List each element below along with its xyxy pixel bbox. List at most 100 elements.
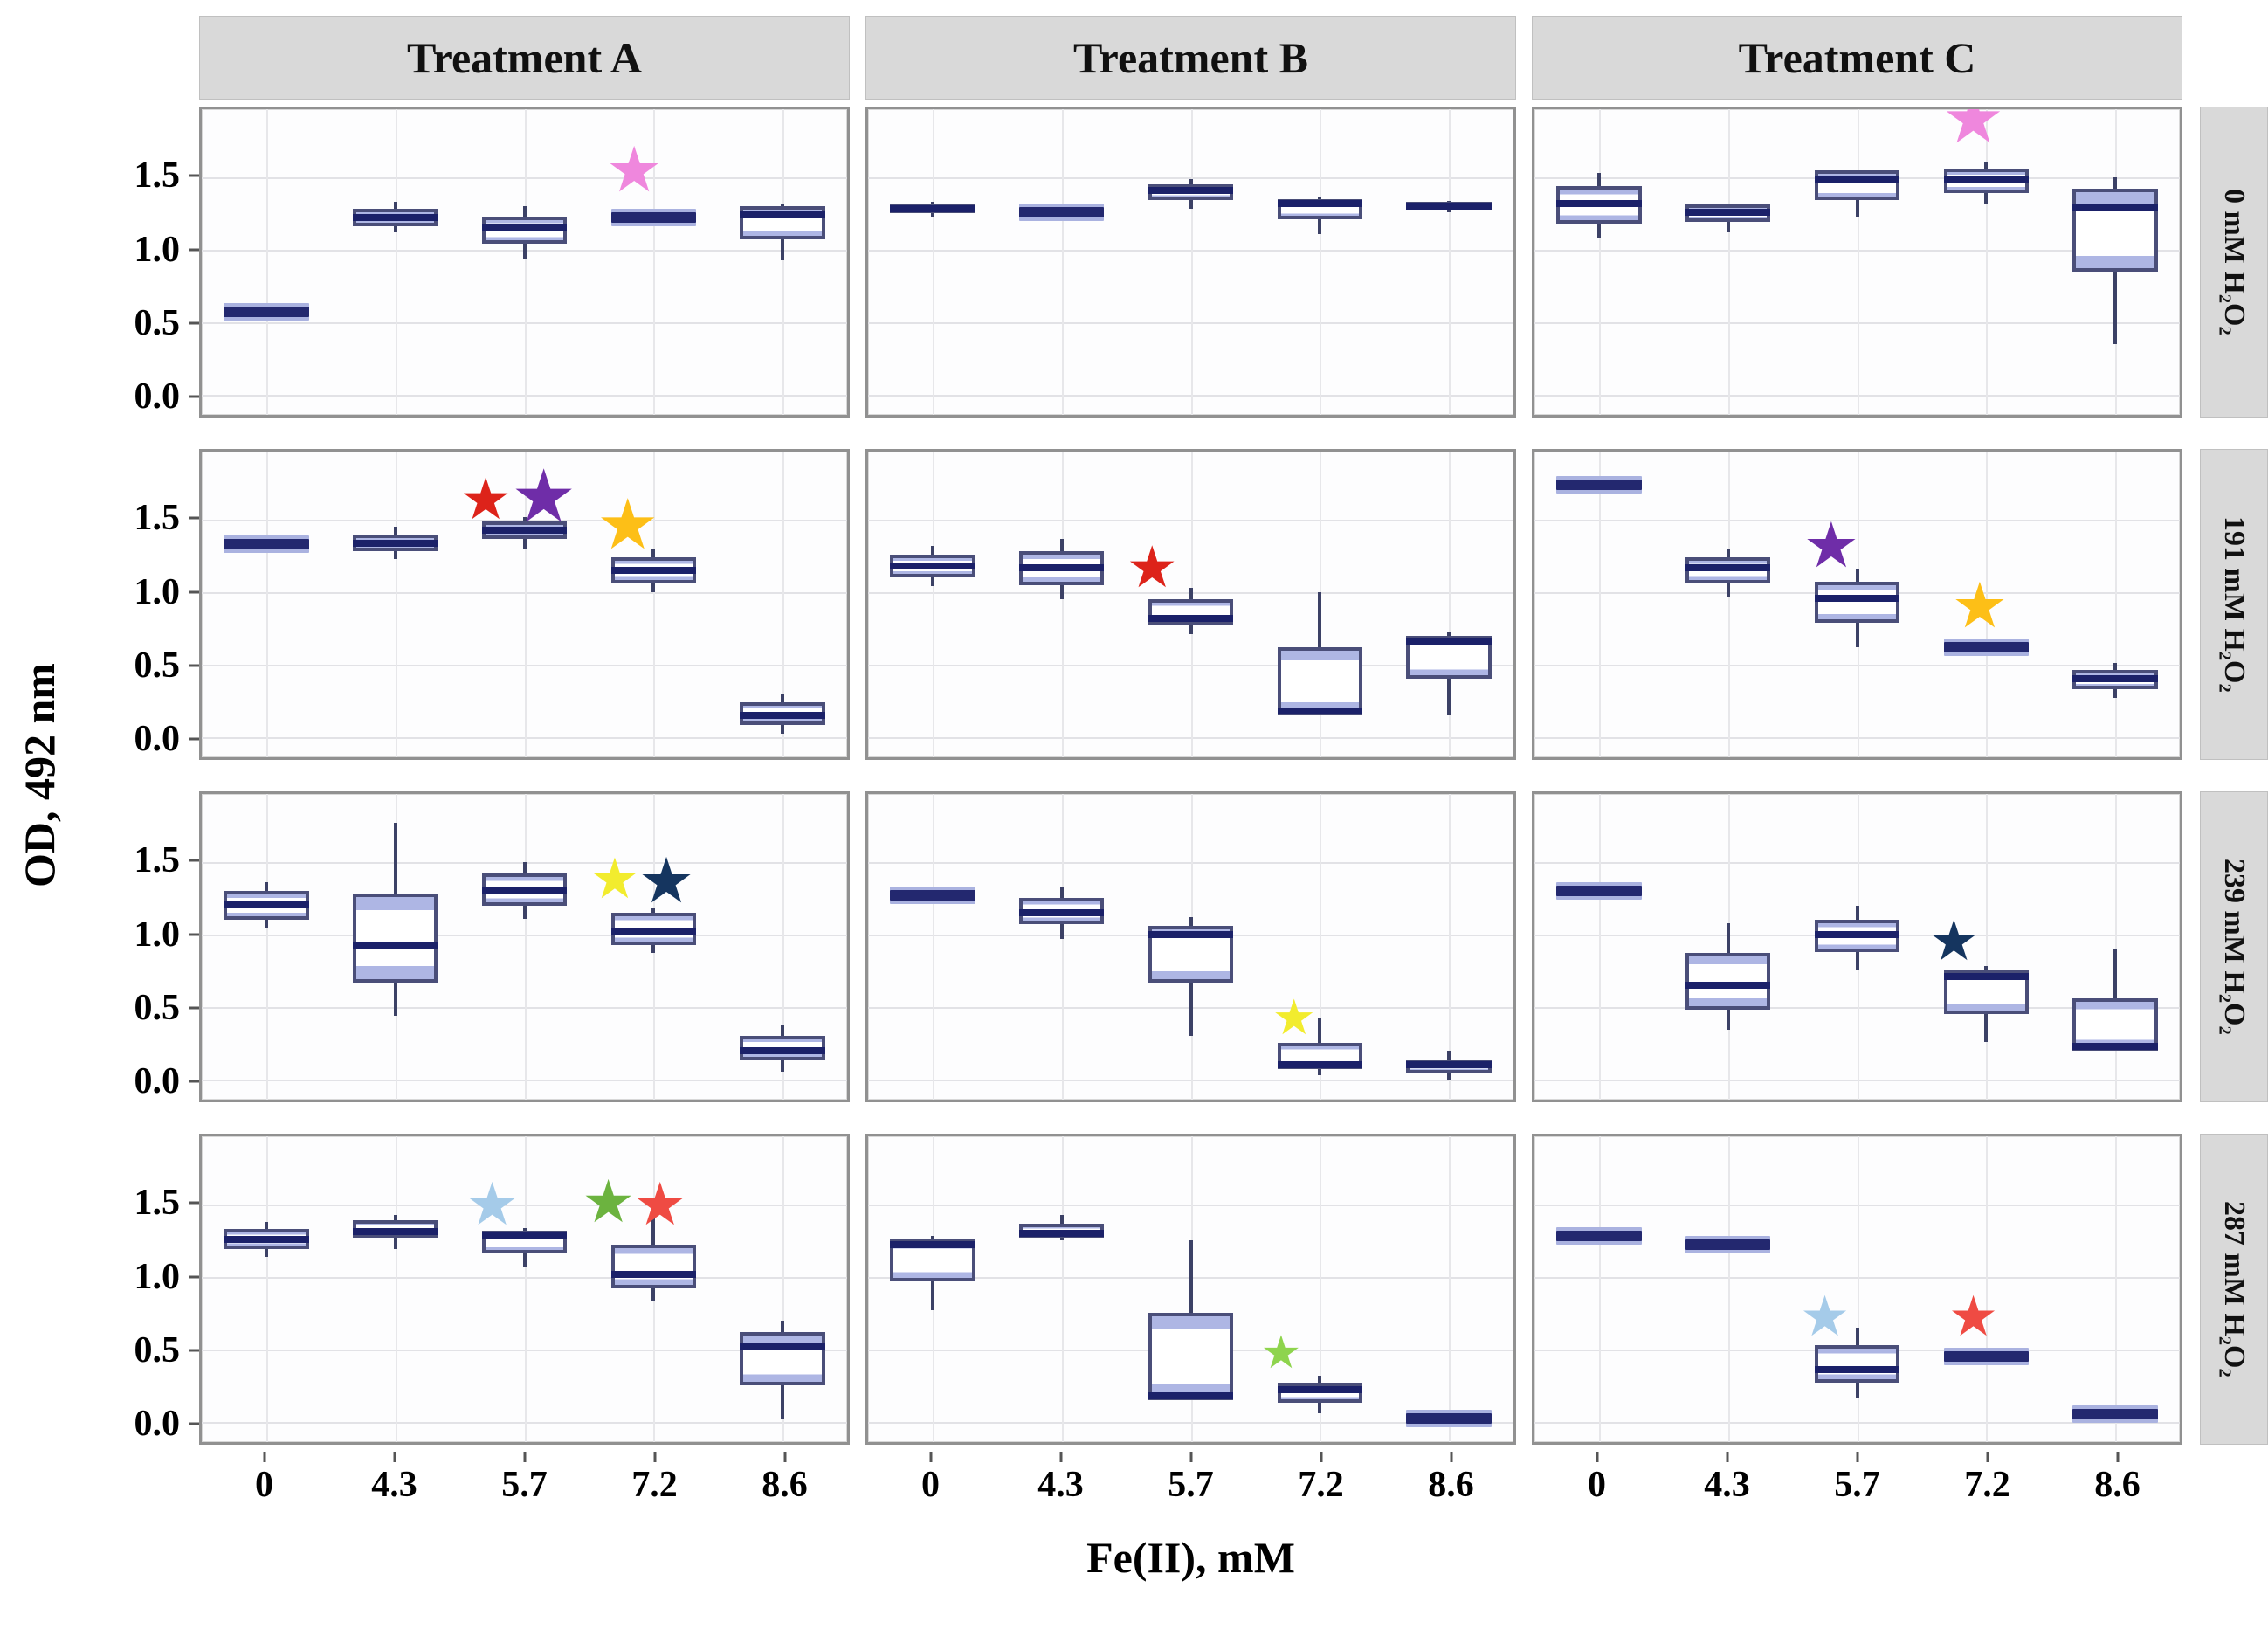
y-tick-label: 0.5 bbox=[134, 988, 181, 1029]
box-median bbox=[1814, 175, 1900, 183]
x-tick-mark bbox=[929, 1452, 932, 1462]
box-median bbox=[1814, 930, 1900, 938]
box-median bbox=[610, 1270, 697, 1278]
x-tick-label: 0 bbox=[921, 1465, 940, 1505]
y-tick-label: 1.5 bbox=[134, 155, 181, 197]
flat-box bbox=[224, 307, 309, 318]
box bbox=[2072, 189, 2158, 272]
facet-panel: ★★ bbox=[1532, 1134, 2182, 1445]
x-tick-mark bbox=[1450, 1452, 1452, 1462]
box-median bbox=[481, 1232, 568, 1240]
box-median bbox=[2072, 1042, 2158, 1050]
gridline-v bbox=[1727, 452, 1730, 757]
x-tick-label: 5.7 bbox=[1834, 1465, 1880, 1505]
y-tick-label: 0.5 bbox=[134, 1330, 181, 1371]
facet-panel: ★ bbox=[865, 1134, 1516, 1445]
gridline-v bbox=[1061, 109, 1064, 415]
y-tick-mark bbox=[189, 1080, 199, 1083]
y-tick-mark bbox=[189, 395, 199, 398]
x-tick-label: 7.2 bbox=[1298, 1465, 1344, 1505]
box-median bbox=[1277, 1061, 1363, 1069]
y-tick-label: 1.0 bbox=[134, 229, 181, 270]
gridline-v bbox=[1061, 1136, 1064, 1442]
significance-star-icon: ★ bbox=[1799, 1286, 1851, 1349]
significance-star-icon: ★ bbox=[605, 135, 663, 205]
y-axis-title: OD, 492 nm bbox=[15, 663, 64, 888]
x-tick-mark bbox=[1986, 1452, 1989, 1462]
gridline-v bbox=[524, 452, 527, 757]
y-tick-mark bbox=[189, 516, 199, 520]
box bbox=[610, 1245, 697, 1289]
gridline-v bbox=[265, 1136, 268, 1442]
box-median bbox=[1148, 186, 1234, 194]
y-tick-mark bbox=[189, 1349, 199, 1352]
facet-panel: ★ bbox=[1532, 107, 2182, 418]
x-tick-label: 5.7 bbox=[1168, 1465, 1214, 1505]
facet-panel: ★★ bbox=[199, 791, 850, 1102]
box-median bbox=[740, 1046, 825, 1054]
x-tick-label: 0 bbox=[255, 1465, 273, 1505]
x-tick-mark bbox=[523, 1452, 526, 1462]
row-strip-label: 239 mM H₂O₂ bbox=[2218, 859, 2251, 1035]
box-median bbox=[1943, 175, 2030, 183]
y-tick-mark bbox=[189, 1422, 199, 1425]
gridline-v bbox=[1320, 109, 1322, 415]
y-tick-mark bbox=[189, 321, 199, 325]
x-tick-mark bbox=[1059, 1452, 1062, 1462]
significance-star-icon: ★ bbox=[638, 846, 695, 916]
x-tick-mark bbox=[1726, 1452, 1728, 1462]
gridline-v bbox=[1727, 109, 1730, 415]
gridline-v bbox=[1986, 1136, 1989, 1442]
box bbox=[1685, 953, 1771, 1011]
gridline-v bbox=[1061, 452, 1064, 757]
x-tick-label: 7.2 bbox=[631, 1465, 678, 1505]
gridline-v bbox=[782, 452, 785, 757]
y-tick-label: 0.5 bbox=[134, 303, 181, 344]
gridline-v bbox=[395, 1136, 397, 1442]
flat-box bbox=[1556, 886, 1642, 897]
box-median bbox=[1814, 594, 1900, 602]
x-tick-label: 4.3 bbox=[371, 1465, 417, 1505]
x-tick-mark bbox=[1189, 1452, 1192, 1462]
y-tick-mark bbox=[189, 1006, 199, 1010]
gridline-v bbox=[265, 794, 268, 1100]
flat-box bbox=[2072, 1409, 2158, 1420]
gridline-v bbox=[782, 794, 785, 1100]
y-axis-ticks: 1.5 1.0 0.5 0.0 bbox=[79, 107, 199, 418]
y-tick-label: 0.0 bbox=[134, 376, 181, 418]
facet-panel: ★ bbox=[1532, 791, 2182, 1102]
facet-panel bbox=[865, 107, 1516, 418]
row-strip-label: 287 mM H₂O₂ bbox=[2218, 1201, 2251, 1377]
gridline-v bbox=[524, 1136, 527, 1442]
flat-box bbox=[1685, 1239, 1771, 1251]
facet-panel: ★★★ bbox=[199, 1134, 850, 1445]
box-median bbox=[740, 711, 825, 719]
box-median bbox=[1814, 1366, 1900, 1374]
gridline-v bbox=[782, 1136, 785, 1442]
significance-star-icon: ★ bbox=[1126, 536, 1178, 601]
box-median bbox=[1685, 563, 1771, 571]
y-tick-mark bbox=[189, 174, 199, 177]
box-median bbox=[1406, 203, 1492, 211]
box bbox=[1277, 646, 1363, 715]
box-median bbox=[610, 567, 697, 575]
box-median bbox=[1277, 199, 1363, 207]
gridline-v bbox=[1986, 794, 1989, 1100]
y-tick-label: 0.0 bbox=[134, 1404, 181, 1445]
significance-star-icon: ★ bbox=[633, 1170, 687, 1238]
flat-box bbox=[1556, 1231, 1642, 1242]
x-tick-label: 4.3 bbox=[1037, 1465, 1084, 1505]
x-tick-mark bbox=[393, 1452, 396, 1462]
x-tick-mark bbox=[263, 1452, 265, 1462]
facet-panel: ★★ bbox=[1532, 449, 2182, 760]
gridline-v bbox=[524, 794, 527, 1100]
y-tick-mark bbox=[189, 664, 199, 667]
box-median bbox=[1277, 707, 1363, 714]
y-tick-mark bbox=[189, 1275, 199, 1279]
y-tick-label: 1.0 bbox=[134, 914, 181, 955]
x-tick-label: 8.6 bbox=[762, 1465, 808, 1505]
